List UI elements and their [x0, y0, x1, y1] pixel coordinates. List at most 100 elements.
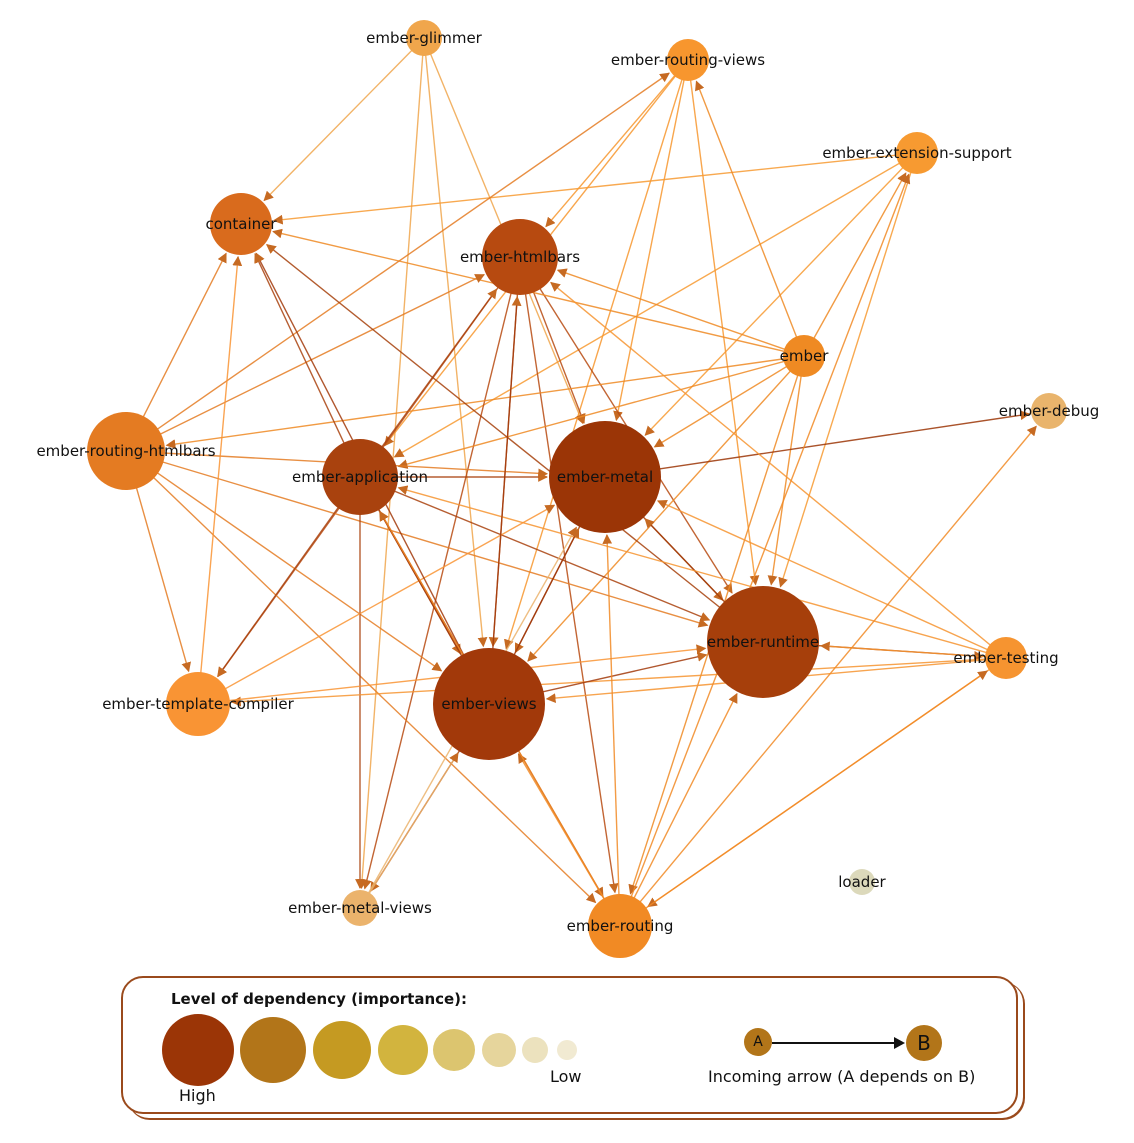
- node-circle: [985, 637, 1027, 679]
- edge-ember-to-ember-application: [397, 356, 799, 469]
- edge-ember-htmlbars-to-ember-metal: [523, 267, 586, 424]
- edge-ember-to-ember-routing-htmlbars: [165, 356, 798, 449]
- node-label: ember-testing: [953, 649, 1058, 667]
- legend-scale-circle: [482, 1033, 516, 1067]
- legend-title: Level of dependency (importance):: [171, 990, 468, 1008]
- legend-arrow-line: [772, 1042, 896, 1044]
- node-label: ember-metal: [557, 468, 653, 486]
- edge-ember-routing-to-ember-debug: [625, 425, 1037, 920]
- legend-panel: Level of dependency (importance): High L…: [121, 976, 1018, 1114]
- node-label: loader: [838, 873, 886, 891]
- edge-ember-routing-htmlbars-to-ember-views: [135, 457, 443, 672]
- node-circle: [433, 648, 545, 760]
- edge-ember-metal-to-ember-debug: [621, 410, 1031, 476]
- node-ember-routing[interactable]: ember-routing: [567, 894, 674, 958]
- edge-ember-views-to-ember-htmlbars: [489, 295, 522, 688]
- legend-arrowhead-icon: [894, 1037, 905, 1049]
- edge-ember-routing-htmlbars-to-container: [130, 252, 227, 441]
- legend-scale-circle: [162, 1014, 234, 1086]
- edge-ember-routing-htmlbars-to-ember-routing: [133, 458, 597, 904]
- edge-ember-extension-support-to-ember-runtime: [778, 158, 916, 588]
- edge-ember-glimmer-to-container: [263, 41, 421, 202]
- legend-scale-circle: [433, 1029, 475, 1071]
- node-circle: [896, 132, 938, 174]
- legend-high-label: High: [179, 1086, 216, 1105]
- edge-ember-routing-to-ember-extension-support: [622, 173, 911, 918]
- node-circle: [87, 412, 165, 490]
- node-label: ember-glimmer: [366, 29, 483, 47]
- edge-ember-application-to-ember-runtime: [370, 480, 711, 622]
- edge-ember-metal-views-to-ember-views: [362, 752, 459, 904]
- edge-ember-testing-to-ember-htmlbars: [550, 281, 1002, 655]
- edge-ember-htmlbars-to-ember-routing: [520, 268, 619, 894]
- edge-ember-template-compiler-to-container: [198, 255, 243, 695]
- node-loader[interactable]: loader: [838, 869, 887, 895]
- node-ember-application[interactable]: ember-application: [292, 439, 428, 515]
- node-ember-extension-support[interactable]: ember-extension-support: [822, 132, 1012, 174]
- legend-scale-circle: [313, 1021, 371, 1079]
- node-ember-glimmer[interactable]: ember-glimmer: [366, 20, 483, 56]
- edge-ember-extension-support-to-ember-metal: [644, 157, 914, 436]
- node-label: ember-htmlbars: [460, 248, 580, 266]
- node-circle: [322, 439, 398, 515]
- legend-scale-circle: [522, 1037, 548, 1063]
- edge-ember-to-ember-routing-views: [695, 80, 803, 351]
- edge-ember-testing-to-ember-template-compiler: [230, 657, 1000, 707]
- node-label: ember: [780, 347, 830, 365]
- node-ember-runtime[interactable]: ember-runtime: [707, 586, 819, 698]
- node-label: ember-debug: [999, 402, 1100, 420]
- edge-ember-glimmer-to-ember-views: [423, 43, 488, 648]
- edge-ember-to-ember-views: [527, 360, 801, 662]
- node-label: ember-routing: [567, 917, 674, 935]
- edge-ember-routing-views-to-ember-htmlbars: [545, 64, 685, 228]
- node-circle: [783, 335, 825, 377]
- node-circle: [210, 193, 272, 255]
- edge-ember-testing-to-ember-runtime: [819, 641, 1000, 659]
- edge-ember-testing-to-ember-application: [397, 485, 1001, 657]
- node-ember-metal-views[interactable]: ember-metal-views: [288, 890, 432, 926]
- node-label: ember-application: [292, 468, 428, 486]
- edge-ember-routing-views-to-ember-runtime: [688, 66, 760, 586]
- edge-ember-testing-to-ember-metal: [656, 500, 1001, 657]
- node-circle: [588, 894, 652, 958]
- legend-scale-circle: [557, 1040, 577, 1060]
- edge-ember-template-compiler-to-ember-metal: [206, 504, 556, 700]
- node-ember-metal[interactable]: ember-metal: [549, 421, 661, 533]
- node-circle: [549, 421, 661, 533]
- node-ember-testing[interactable]: ember-testing: [953, 637, 1059, 679]
- node-ember-htmlbars[interactable]: ember-htmlbars: [460, 219, 580, 295]
- edge-ember-to-ember-runtime: [767, 362, 804, 586]
- legend-node-b: B: [906, 1025, 942, 1061]
- node-ember-routing-views[interactable]: ember-routing-views: [611, 39, 765, 81]
- node-circle: [166, 672, 230, 736]
- node-ember-template-compiler[interactable]: ember-template-compiler: [102, 672, 295, 736]
- legend-scale-circle: [240, 1017, 306, 1083]
- node-ember-routing-htmlbars[interactable]: ember-routing-htmlbars: [36, 412, 216, 490]
- node-circle: [342, 890, 378, 926]
- node-label: ember-runtime: [707, 633, 819, 651]
- node-ember-views[interactable]: ember-views: [433, 648, 545, 760]
- edge-ember-routing-to-ember-metal: [602, 533, 621, 917]
- legend-node-a: A: [744, 1028, 772, 1056]
- edge-ember-runtime-to-container: [265, 244, 751, 633]
- edge-ember-to-ember-htmlbars: [556, 268, 799, 355]
- legend-arrow-caption: Incoming arrow (A depends on B): [708, 1067, 976, 1086]
- legend-low-label: Low: [550, 1067, 582, 1086]
- node-label: ember-views: [441, 695, 536, 713]
- node-ember-debug[interactable]: ember-debug: [999, 393, 1100, 429]
- edge-ember-routing-htmlbars-to-ember-htmlbars: [136, 274, 485, 447]
- edge-ember-application-to-container: [254, 252, 356, 467]
- node-ember[interactable]: ember: [780, 335, 830, 377]
- edge-ember-routing-views-to-ember-metal: [613, 66, 688, 422]
- node-circle: [406, 20, 442, 56]
- node-container[interactable]: container: [205, 193, 277, 255]
- node-label: ember-extension-support: [822, 144, 1011, 162]
- node-label: ember-routing-views: [611, 51, 765, 69]
- edge-ember-application-to-ember-htmlbars: [366, 288, 498, 469]
- edge-ember-application-to-ember-template-compiler: [217, 485, 354, 678]
- graph-nodes: ember-glimmer ember-routing-views ember-ex…: [36, 20, 1099, 958]
- node-label: ember-template-compiler: [102, 695, 294, 713]
- edge-ember-routing-to-ember-runtime: [623, 692, 738, 918]
- edge-ember-htmlbars-to-ember-metal-views: [362, 267, 518, 890]
